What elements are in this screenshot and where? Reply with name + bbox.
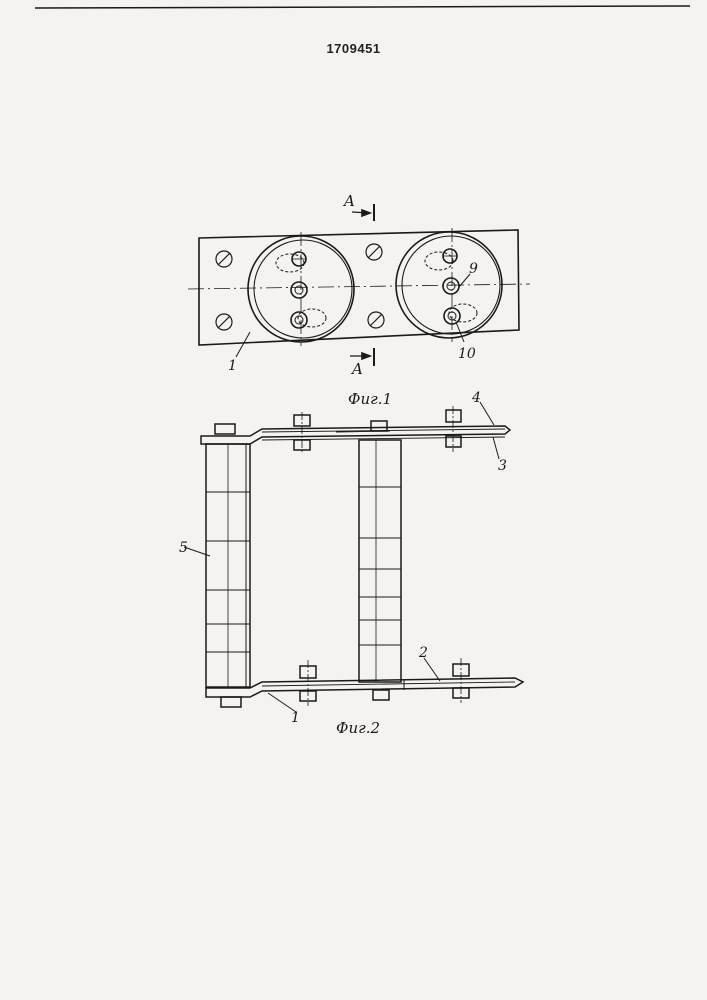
fig2-label-plate-b: 4 xyxy=(471,390,481,406)
figure-2 xyxy=(184,402,523,712)
fig2-roller-middle xyxy=(359,440,401,682)
fig2-bolt xyxy=(446,410,461,422)
fig1-label-hole: 10 xyxy=(458,346,476,362)
fig1-centerline xyxy=(188,284,530,289)
fig2-caption: Фиг.2 xyxy=(336,719,380,737)
fig2-bottom-link-strip xyxy=(206,678,523,697)
fig1-section-label-bottom: A xyxy=(350,360,363,378)
fig2-label-plate-a: 3 xyxy=(498,458,507,474)
fig1-label-pin: 9 xyxy=(469,261,478,277)
fig1-caption: Фиг.1 xyxy=(348,390,392,408)
fig2-label-link-outer: 2 xyxy=(418,645,428,661)
fig1-pin xyxy=(443,278,459,294)
fig1-hidden-slot xyxy=(425,252,453,270)
fig2-label-link-inner: 1 xyxy=(291,710,300,726)
fig1-pin xyxy=(291,282,307,298)
fig1-plate-outline xyxy=(199,230,519,345)
figure-1 xyxy=(188,204,530,366)
fig2-top-link-strip xyxy=(201,426,510,444)
fig1-hidden-slot xyxy=(276,254,304,272)
page-top-rule xyxy=(35,6,690,8)
fig1-section-label-top: A xyxy=(342,192,355,210)
fig1-label-plate: 1 xyxy=(228,358,237,374)
fig2-label-roller: 5 xyxy=(179,540,188,556)
